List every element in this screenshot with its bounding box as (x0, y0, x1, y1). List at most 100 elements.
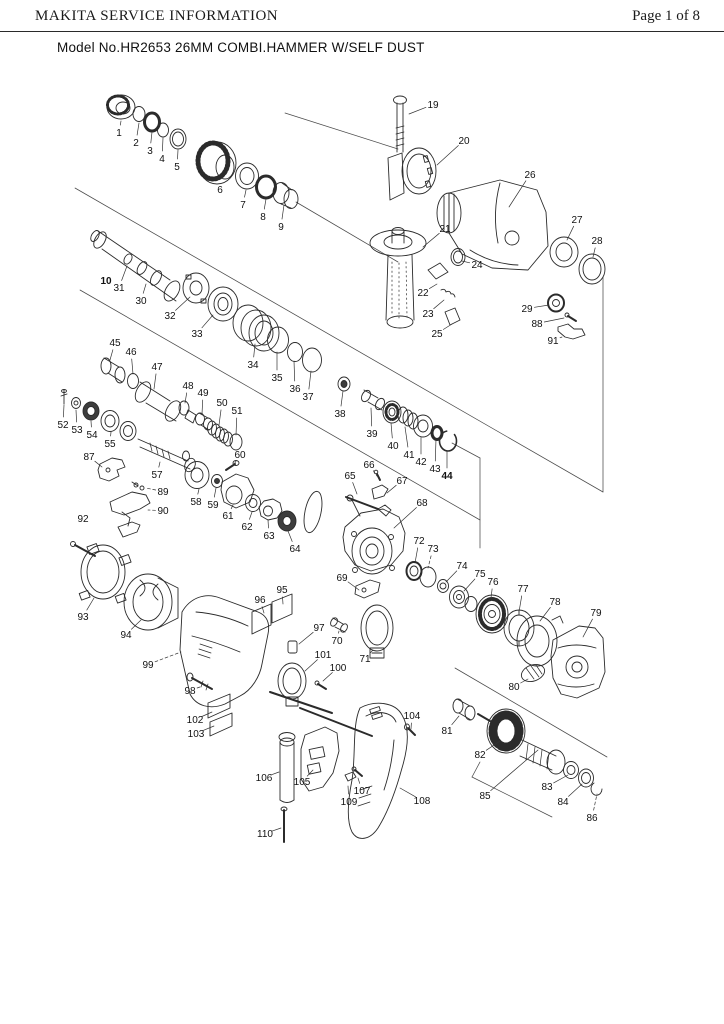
part-leader-1 (119, 120, 122, 126)
part-label-106: 106 (256, 773, 273, 784)
part-label-109: 109 (341, 797, 358, 808)
part-label-4: 4 (159, 154, 165, 165)
part-leader-26 (508, 180, 527, 208)
part-leader-82 (485, 740, 501, 751)
header-divider (0, 31, 724, 32)
part-leader-32 (175, 296, 191, 311)
part-leader-75 (463, 578, 476, 592)
part-leader-99 (154, 651, 182, 663)
part-label-73: 73 (427, 544, 439, 555)
part-label-67: 67 (396, 476, 408, 487)
assembly-gear-row (60, 389, 323, 538)
part-leader-49 (201, 399, 204, 415)
part-label-24: 24 (471, 260, 483, 271)
part-label-84: 84 (557, 797, 569, 808)
part-label-58: 58 (190, 497, 202, 508)
part-leader-102 (201, 711, 213, 717)
part-label-2: 2 (133, 138, 139, 149)
part-label-97: 97 (313, 623, 325, 634)
part-label-6: 6 (217, 185, 223, 196)
part-label-53: 53 (71, 425, 83, 436)
part-leader-24 (461, 260, 471, 264)
part-leader-38 (340, 390, 344, 407)
part-label-48: 48 (182, 381, 194, 392)
part-label-101: 101 (315, 650, 332, 661)
part-leader-83 (553, 774, 569, 784)
part-label-79: 79 (590, 608, 602, 619)
part-leader-100 (322, 672, 333, 682)
part-leader-45 (109, 349, 114, 361)
part-label-38: 38 (334, 409, 346, 420)
assembly-handle-housing (369, 95, 606, 340)
part-leader-9 (281, 204, 285, 220)
part-leader-89 (145, 487, 157, 491)
part-label-32: 32 (164, 311, 176, 322)
part-label-34: 34 (247, 360, 259, 371)
part-leader-78 (539, 607, 551, 622)
part-leader-70 (338, 630, 340, 634)
part-leader-5 (177, 149, 179, 160)
part-label-82: 82 (474, 750, 486, 761)
part-label-1: 1 (116, 128, 122, 139)
part-label-3: 3 (147, 146, 153, 157)
part-leader-107 (357, 777, 361, 784)
part-leader-2 (136, 122, 140, 136)
part-leader-69 (347, 581, 360, 591)
part-leader-65 (352, 482, 358, 495)
assembly-armature (452, 698, 603, 796)
part-label-46: 46 (125, 347, 137, 358)
part-label-22: 22 (417, 288, 429, 299)
part-leader-86 (593, 793, 598, 811)
part-leader-25 (442, 323, 453, 330)
part-label-63: 63 (263, 531, 275, 542)
part-leader-88 (543, 317, 565, 323)
part-label-89: 89 (157, 487, 169, 498)
assembly-spindle-row (90, 230, 351, 392)
part-leader-57 (158, 461, 161, 468)
part-label-5: 5 (174, 162, 180, 173)
part-label-23: 23 (422, 309, 434, 320)
part-label-42: 42 (415, 457, 427, 468)
part-label-43: 43 (429, 464, 441, 475)
part-label-107: 107 (354, 786, 371, 797)
part-leader-98 (196, 686, 201, 689)
assembly-clutch-row (361, 389, 458, 452)
part-label-21: 21 (439, 224, 451, 235)
part-leader-39 (370, 407, 373, 427)
part-leader-91 (559, 336, 563, 339)
part-label-10: 10 (100, 276, 112, 287)
part-label-78: 78 (549, 597, 561, 608)
part-label-31: 31 (113, 283, 125, 294)
part-leader-20 (436, 145, 459, 166)
assembly-motor (70, 541, 373, 737)
part-label-104: 104 (404, 711, 421, 722)
part-leader-46 (131, 358, 134, 375)
part-leader-68 (393, 507, 417, 529)
part-label-60: 60 (234, 450, 246, 461)
part-leader-36 (293, 360, 296, 382)
part-label-45: 45 (109, 338, 121, 349)
part-label-30: 30 (135, 296, 147, 307)
part-leader-63 (267, 519, 269, 529)
part-leader-4 (162, 137, 164, 152)
part-leader-80 (520, 678, 529, 684)
part-label-20: 20 (458, 136, 470, 147)
part-label-94: 94 (120, 630, 132, 641)
part-leader-72 (414, 547, 419, 564)
part-label-19: 19 (427, 100, 439, 111)
part-label-40: 40 (387, 441, 399, 452)
part-leader-93 (86, 597, 95, 611)
part-leader-51 (235, 417, 238, 436)
part-label-29: 29 (521, 304, 533, 315)
page-number: Page 1 of 8 (632, 8, 700, 24)
part-label-27: 27 (571, 215, 583, 226)
part-label-35: 35 (271, 373, 283, 384)
part-leader-31 (121, 265, 128, 281)
part-leader-108 (399, 787, 416, 798)
part-label-90: 90 (157, 506, 169, 517)
part-leader-62 (249, 511, 253, 520)
document-header-title: MAKITA SERVICE INFORMATION (35, 8, 279, 24)
part-label-62: 62 (241, 522, 253, 533)
part-leader-23 (433, 299, 445, 310)
part-label-98: 98 (184, 686, 196, 697)
